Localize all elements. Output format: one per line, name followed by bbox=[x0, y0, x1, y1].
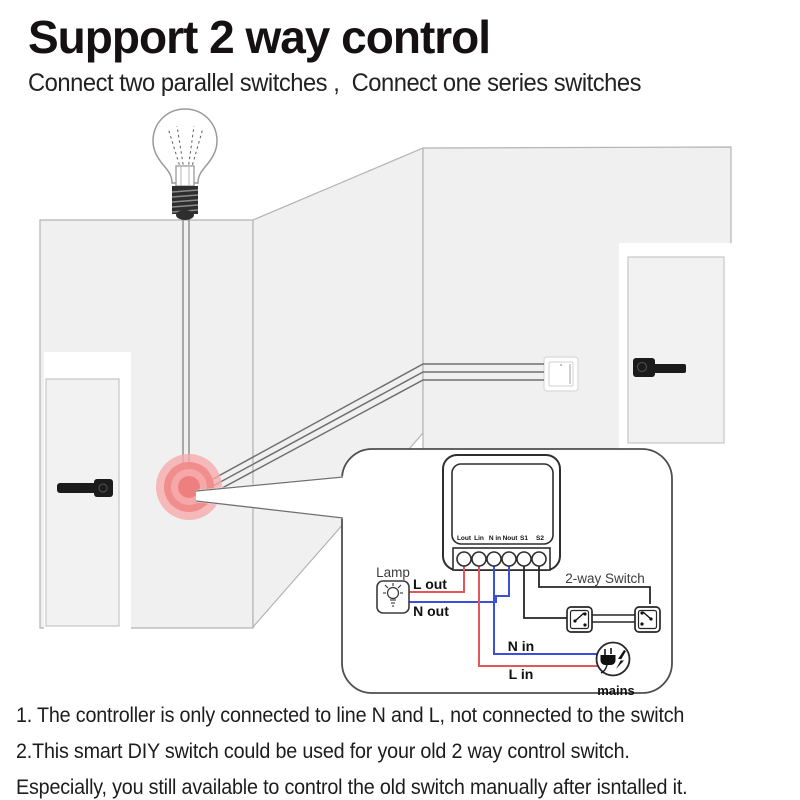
note-line-3: Especially, you still available to contr… bbox=[16, 776, 688, 799]
s2-wire bbox=[538, 559, 651, 604]
wall-switch-icon bbox=[543, 356, 579, 392]
two-way-switch-1-icon bbox=[566, 606, 593, 633]
light-bulb-icon bbox=[152, 108, 218, 220]
right-door-handle-icon bbox=[633, 358, 686, 377]
footer-notes: 1. The controller is only connected to l… bbox=[16, 698, 730, 800]
right-door bbox=[627, 256, 725, 444]
mains-icon bbox=[595, 641, 631, 677]
terminal-label-lout: Lout bbox=[457, 535, 472, 542]
two-way-switch-label: 2-way Switch bbox=[565, 571, 645, 586]
l-out-label: L out bbox=[413, 576, 447, 592]
s1-wire bbox=[523, 559, 567, 619]
lamp-icon bbox=[376, 580, 410, 614]
note-line-2: 2.This smart DIY switch could be used fo… bbox=[16, 740, 630, 763]
two-way-switch-2-icon bbox=[634, 606, 661, 633]
page-title: Support 2 way control bbox=[28, 11, 491, 63]
terminal-screws bbox=[456, 551, 547, 567]
terminal-label-lin: Lin bbox=[474, 535, 484, 542]
pendant-light bbox=[152, 108, 218, 470]
n-out-wire bbox=[409, 559, 510, 603]
terminal-label-nout: Nout bbox=[503, 535, 519, 542]
l-in-label: L in bbox=[509, 666, 534, 682]
l-in-wire bbox=[478, 559, 600, 667]
wiring-diagram: Lout Lin N in Nout S1 S2 bbox=[376, 454, 661, 698]
highlight-rings-icon bbox=[156, 454, 222, 520]
switch-wires bbox=[212, 363, 544, 494]
mains-label: mains bbox=[597, 683, 635, 698]
left-door-handle-icon bbox=[57, 479, 113, 497]
l-out-wire bbox=[409, 559, 465, 593]
page-subtitle: Connect two parallel switches , Connect … bbox=[28, 69, 642, 97]
left-door bbox=[45, 378, 120, 627]
n-in-label: N in bbox=[508, 638, 534, 654]
terminal-label-nin: N in bbox=[489, 535, 501, 542]
terminal-label-s2: S2 bbox=[536, 535, 544, 542]
lamp-label: Lamp bbox=[376, 565, 410, 580]
n-in-wire bbox=[493, 559, 597, 655]
terminal-label-s1: S1 bbox=[520, 535, 528, 542]
note-line-1: 1. The controller is only connected to l… bbox=[16, 704, 685, 727]
n-out-label: N out bbox=[413, 603, 449, 619]
